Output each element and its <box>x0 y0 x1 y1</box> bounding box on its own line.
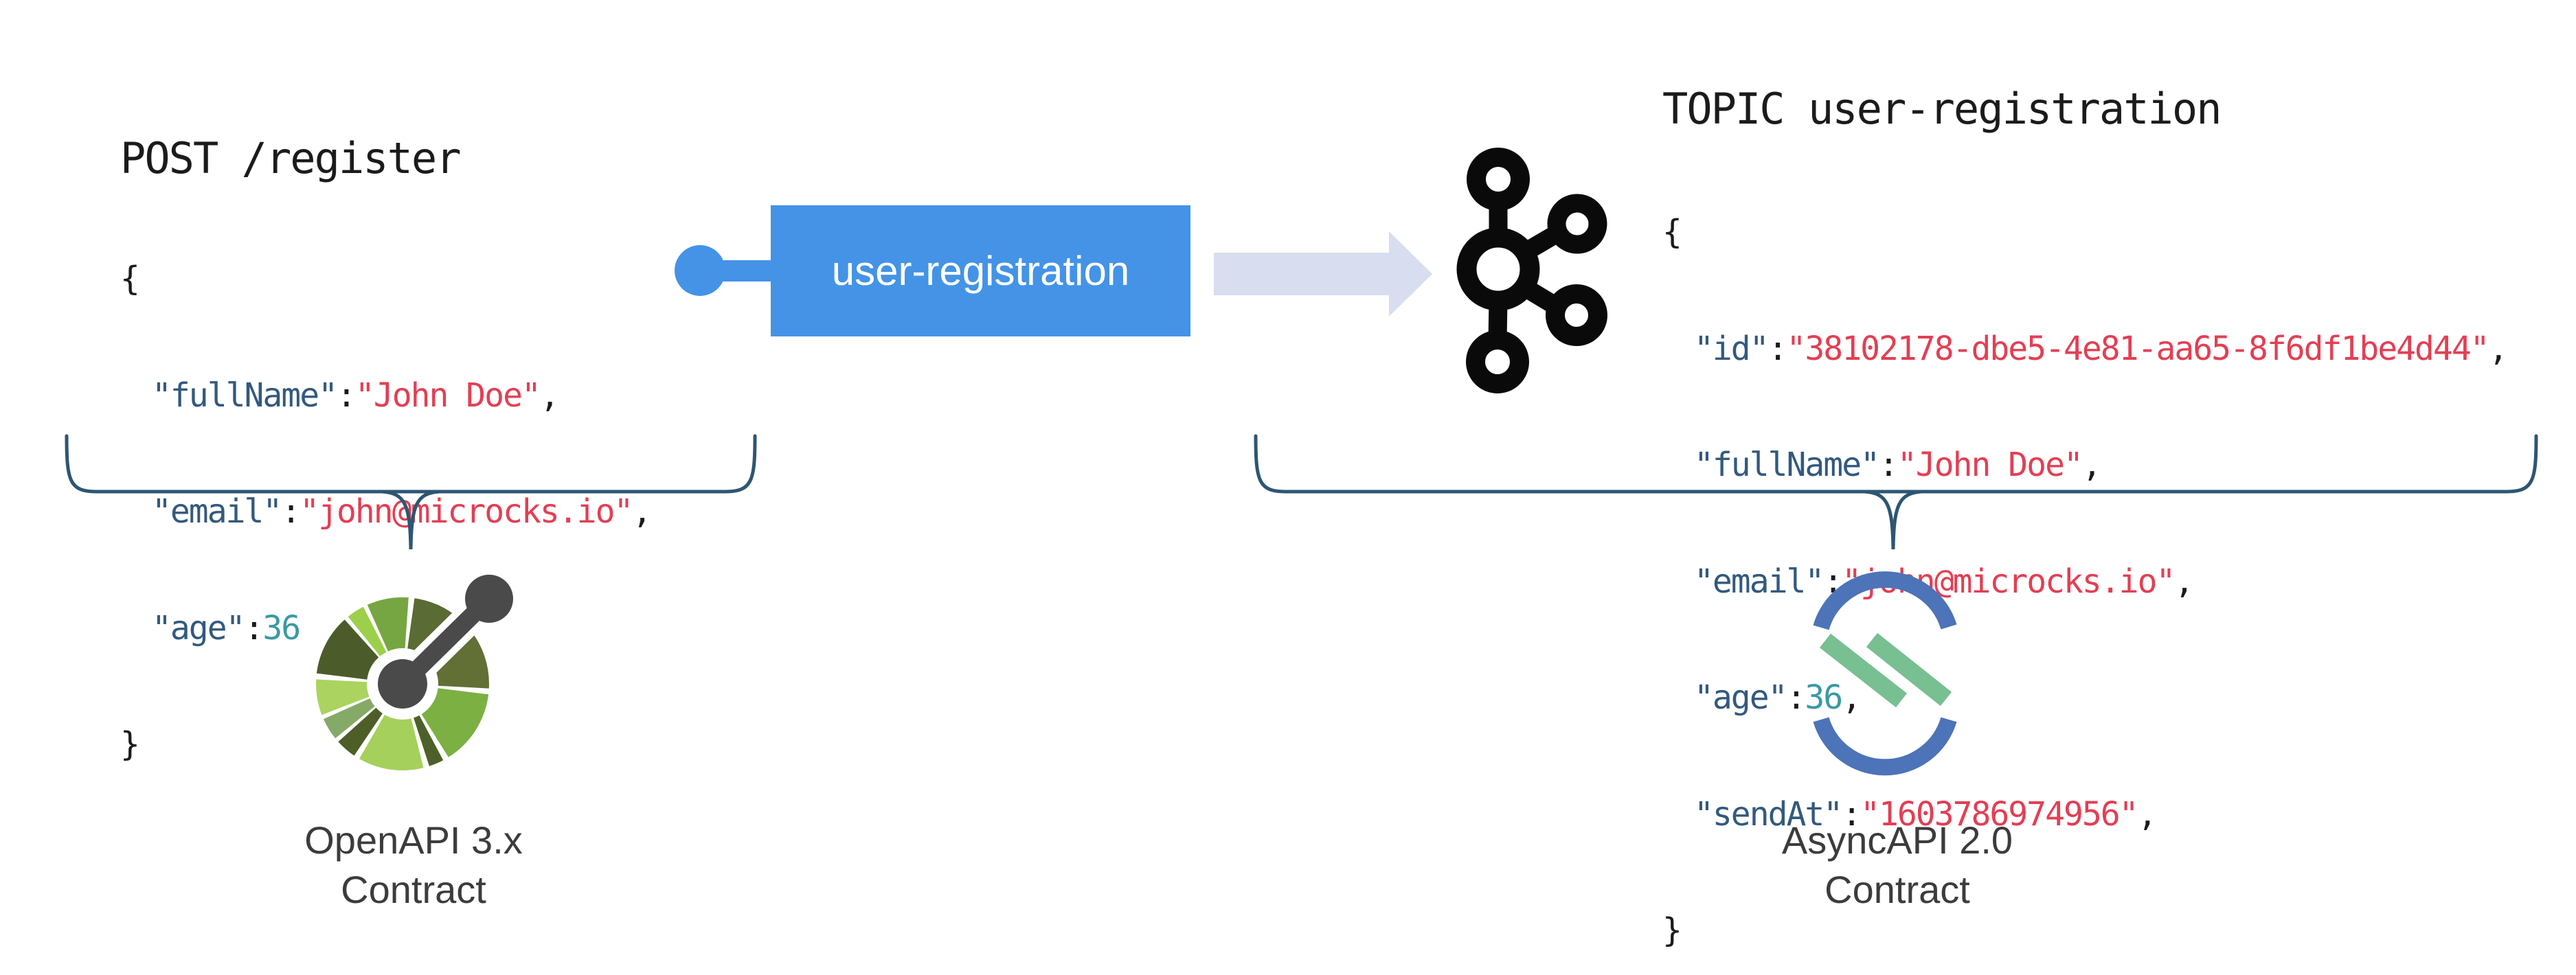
kafka-icon <box>1456 148 1607 393</box>
json-comma: , <box>1842 678 1862 717</box>
json-value: "john@microcks.io" <box>1842 562 2176 601</box>
channel-node: user-registration <box>771 205 1190 336</box>
request-json-line: "age":36 <box>120 609 651 649</box>
json-key: "fullName" <box>152 376 338 415</box>
json-comma: , <box>632 492 652 531</box>
topic-open-brace: { <box>1662 213 2507 253</box>
openapi-contract-label: OpenAPI 3.x Contract <box>194 816 633 915</box>
topic-json-line: "email":"john@microcks.io", <box>1662 562 2507 602</box>
json-comma: , <box>539 376 560 415</box>
flow-arrow-icon <box>1214 231 1432 317</box>
request-json-block: { "fullName":"John Doe", "email":"john@m… <box>120 183 652 842</box>
json-colon: : <box>1786 678 1807 717</box>
brace-char: } <box>1662 911 1682 950</box>
topic-json-line: "sendAt":"1603786974956", <box>1662 795 2507 835</box>
json-key: "fullName" <box>1694 446 1880 484</box>
json-colon: : <box>1842 794 1862 834</box>
json-value: 36 <box>1805 678 1843 717</box>
topic-title: TOPIC user-registration <box>1662 84 2222 134</box>
asyncapi-contract-label: AsyncAPI 2.0 Contract <box>1677 816 2117 915</box>
request-close-brace: } <box>120 725 651 765</box>
json-comma: , <box>2137 794 2158 834</box>
json-comma: , <box>2081 446 2102 484</box>
json-value: 36 <box>262 608 301 647</box>
channel-label: user-registration <box>831 248 1130 294</box>
json-colon: : <box>1767 329 1788 368</box>
json-key: "email" <box>152 492 282 531</box>
json-colon: : <box>281 492 301 531</box>
openapi-label-line1: OpenAPI 3.x <box>304 818 523 862</box>
request-title: POST /register <box>120 133 462 183</box>
json-value: "38102178-dbe5-4e81-aa65-8f6df1be4d44" <box>1786 329 2490 368</box>
json-colon: : <box>1878 446 1899 484</box>
json-key: "sendAt" <box>1694 794 1843 834</box>
request-json-line: "email":"john@microcks.io", <box>120 492 652 532</box>
json-value: "John Doe" <box>1897 446 2083 484</box>
lollipop-connector-icon <box>675 245 774 296</box>
json-value: "john@microcks.io" <box>300 492 633 531</box>
topic-json-line: "age":36, <box>1662 678 2507 718</box>
topic-json-line: "fullName":"John Doe", <box>1662 446 2507 485</box>
brace-char: } <box>120 725 140 764</box>
asyncapi-label-line2: Contract <box>1824 868 1970 911</box>
request-open-brace: { <box>120 260 651 299</box>
json-comma: , <box>2488 329 2509 368</box>
json-key: "id" <box>1694 329 1770 368</box>
json-value: "1603786974956" <box>1860 794 2138 834</box>
json-key: "age" <box>1694 678 1787 717</box>
topic-json-line: "id":"38102178-dbe5-4e81-aa65-8f6df1be4d… <box>1662 329 2509 369</box>
json-colon: : <box>1823 562 1843 601</box>
openapi-label-line2: Contract <box>341 868 486 911</box>
json-key: "age" <box>152 608 245 647</box>
topic-close-brace: } <box>1662 911 2507 951</box>
request-json-line: "fullName":"John Doe", <box>120 376 651 416</box>
json-colon: : <box>336 376 357 415</box>
brace-char: { <box>120 260 140 298</box>
json-key: "email" <box>1694 562 1824 601</box>
json-value: "John Doe" <box>354 376 541 415</box>
brace-char: { <box>1662 213 1682 251</box>
json-comma: , <box>2174 562 2194 601</box>
asyncapi-label-line1: AsyncAPI 2.0 <box>1781 818 2013 862</box>
json-colon: : <box>244 608 264 647</box>
